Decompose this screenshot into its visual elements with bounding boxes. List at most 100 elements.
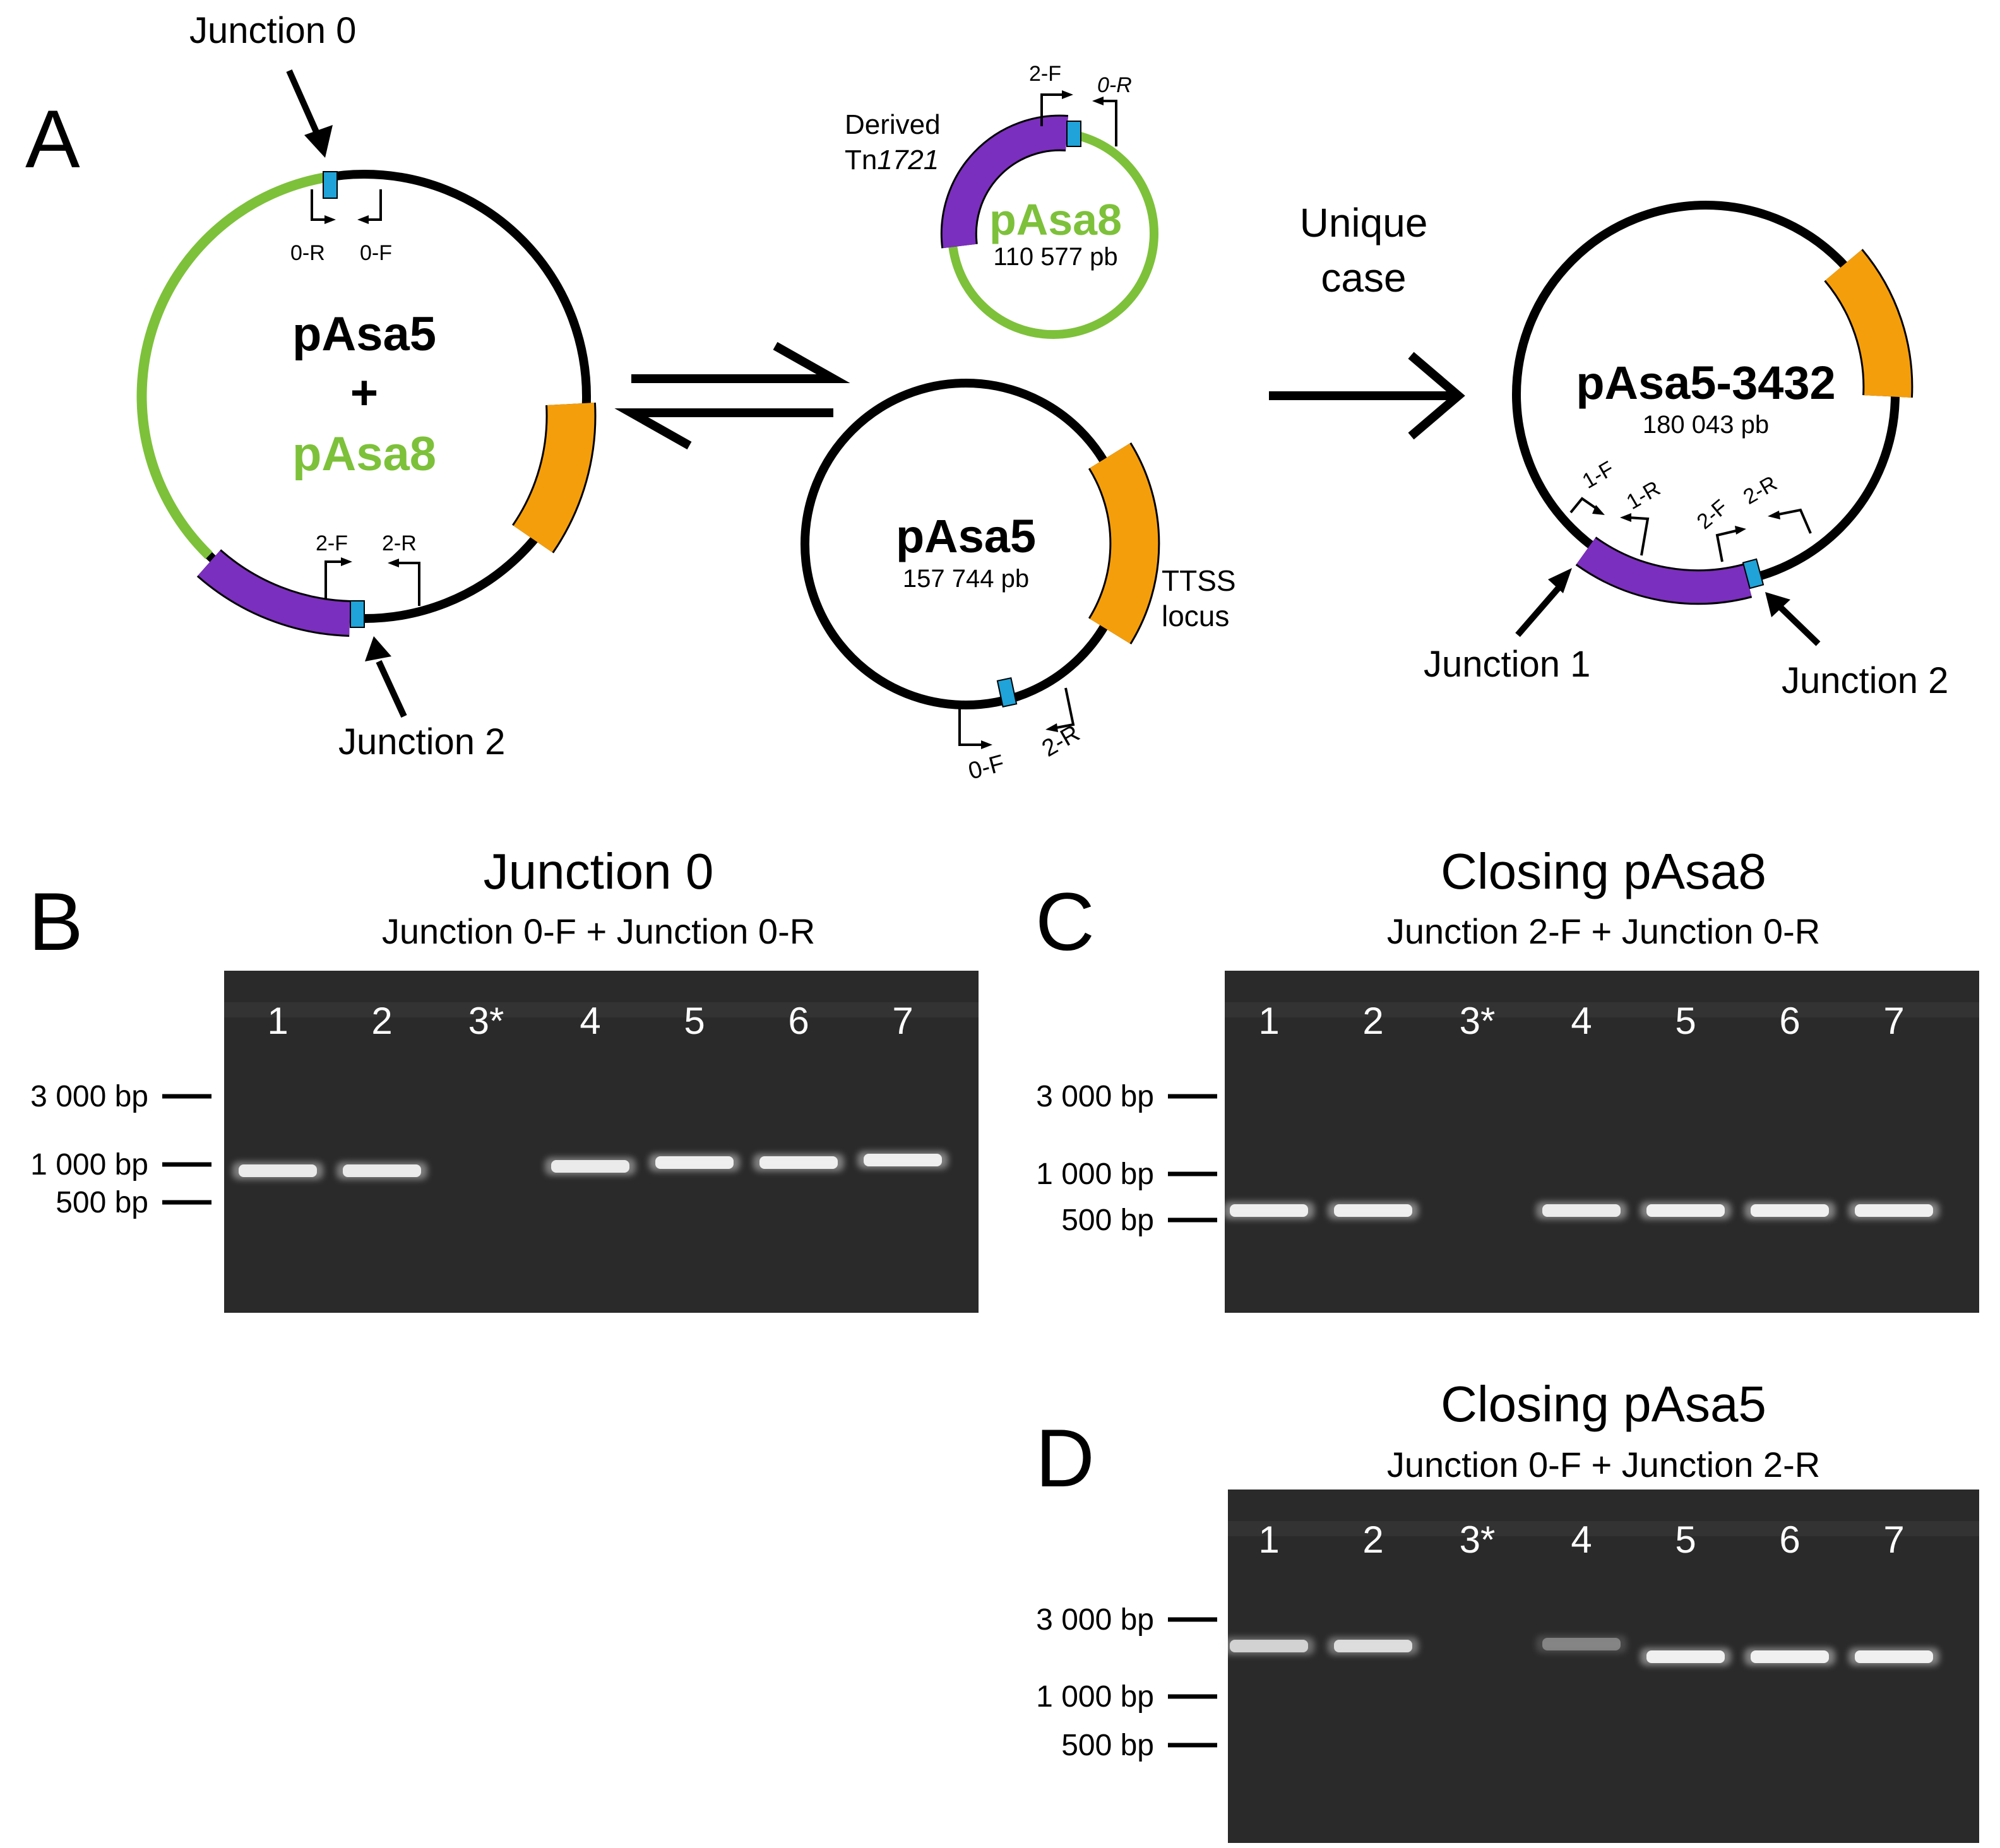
right-plasmid-junction-marker <box>1742 558 1765 589</box>
lane-label: 2 <box>1362 1519 1383 1561</box>
junction0-marker <box>323 171 338 199</box>
left-plasmid-green-arc <box>136 172 331 559</box>
primer-2R-label: 2-R <box>382 531 417 555</box>
band-glow <box>1536 1635 1627 1653</box>
derived-label-number: 1721 <box>877 145 939 175</box>
panel-letter: C <box>1035 875 1095 968</box>
gel-title: Closing pAsa8 <box>1441 843 1766 899</box>
gel-band <box>864 1154 942 1166</box>
pasa8-primer-0R-label: 0-R <box>1097 73 1132 97</box>
primer-0F-label: 0-F <box>360 241 392 265</box>
gel-band <box>759 1156 838 1169</box>
pasa8-junction-marker <box>1066 121 1081 147</box>
primer-0R-label: 0-R <box>290 241 325 265</box>
pasa8-primer-2F-line <box>1040 93 1066 126</box>
right-junction2-arrow-line <box>1778 605 1821 646</box>
marker-label: 1 000 bp <box>30 1148 148 1182</box>
lane-label: 5 <box>1675 1519 1696 1561</box>
pasa5-junction-marker <box>996 677 1018 708</box>
marker-label: 500 bp <box>1061 1204 1154 1237</box>
gel-band <box>1751 1650 1829 1663</box>
right-plasmid-tn-segment <box>1576 538 1752 603</box>
derived-label-line1: Derived <box>845 109 941 140</box>
equilibrium-arrows <box>614 341 850 450</box>
lane-label: 2 <box>371 1000 392 1042</box>
junction1-label: Junction 1 <box>1424 644 1590 685</box>
pasa8-tn-segment <box>942 116 1068 249</box>
derived-label-line2: Tn1721 <box>845 145 939 175</box>
junction1-arrow-line <box>1515 584 1562 637</box>
unique-case: Unique case <box>1269 200 1465 440</box>
equilibrium-reverse-arrow <box>614 408 833 450</box>
gel-band <box>1542 1638 1621 1650</box>
gel-band <box>1542 1204 1621 1217</box>
lane-label: 1 <box>1258 1000 1279 1042</box>
gel-band <box>1855 1204 1933 1217</box>
pasa8-name: pAsa8 <box>989 195 1122 244</box>
gel-wells <box>1225 1002 1979 1017</box>
lane-label: 6 <box>1779 1000 1800 1042</box>
lane-label: 3* <box>1460 1519 1496 1561</box>
right-primer-1R-label: 1-R <box>1622 477 1664 514</box>
lane-label: 3* <box>468 1000 504 1042</box>
small-pasa8-plasmid: 2-F 0-R Derived Tn1721 pAsa8 110 577 pb <box>845 62 1158 339</box>
gel-band <box>1751 1204 1829 1217</box>
gel-title: Closing pAsa5 <box>1441 1376 1766 1432</box>
junction0-label: Junction 0 <box>189 10 356 51</box>
primer-0F-line <box>365 189 382 221</box>
gel-band <box>1334 1640 1412 1652</box>
right-plasmid: 1-F 1-R 2-F 2-R Junction 1 Junction 2 pA… <box>1424 201 1948 701</box>
right-plasmid-size: 180 043 pb <box>1643 411 1769 439</box>
lane-label: 2 <box>1362 1000 1383 1042</box>
mid-pasa5-plasmid: 0-F 2-R TTSS locus pAsa5 157 744 pb <box>801 379 1236 785</box>
pasa8-primer-2F-label: 2-F <box>1029 62 1061 86</box>
unique-case-line1: Unique <box>1300 200 1428 246</box>
marker-label: 500 bp <box>56 1186 148 1219</box>
junction2-label: Junction 2 <box>338 721 505 762</box>
junction2-marker <box>350 600 365 628</box>
equilibrium-forward-arrow <box>631 341 850 383</box>
right-primer-1R-line <box>1628 516 1650 556</box>
pasa5-size: 157 744 pb <box>903 565 1029 593</box>
marker-label: 500 bp <box>1061 1729 1154 1762</box>
right-junction2-arrowhead <box>1765 592 1790 617</box>
right-plasmid-name: pAsa5-3432 <box>1576 357 1835 409</box>
junction1-arrowhead <box>1548 568 1572 593</box>
lane-label: 5 <box>1675 1000 1696 1042</box>
left-plasmid-title-line3: pAsa8 <box>292 427 436 481</box>
gel-title: Junction 0 <box>484 843 714 899</box>
gel-subtitle: Junction 0-F + Junction 0-R <box>382 911 815 951</box>
lane-label: 7 <box>892 1000 913 1042</box>
gel-band <box>1230 1204 1308 1217</box>
panel-letter: B <box>28 875 83 968</box>
pasa5-primer-0F-label: 0-F <box>965 750 1007 785</box>
pasa8-size: 110 577 pb <box>993 243 1117 271</box>
lane-label: 1 <box>1258 1519 1279 1561</box>
primer-2F-label: 2-F <box>316 531 348 555</box>
ttss-label-line1: TTSS <box>1162 564 1236 597</box>
left-plasmid-title-plus: + <box>350 366 378 420</box>
derived-label-tn: Tn <box>845 145 877 175</box>
gel-image <box>1228 1490 1979 1843</box>
primer-0R-line <box>311 189 328 221</box>
left-plasmid-tn-segment <box>198 550 351 635</box>
marker-label: 1 000 bp <box>1036 1158 1154 1191</box>
gel-band <box>343 1164 421 1177</box>
marker-label: 1 000 bp <box>1036 1680 1154 1714</box>
right-primer-2R-line <box>1775 508 1812 534</box>
gel-band <box>239 1164 317 1177</box>
gel-band <box>1855 1650 1933 1663</box>
left-plasmid-ttss-segment <box>513 402 595 552</box>
junction2-arrowhead <box>365 636 391 661</box>
pasa5-name: pAsa5 <box>896 510 1036 562</box>
marker-label: 3 000 bp <box>1036 1080 1154 1113</box>
gel-image <box>224 971 979 1313</box>
lane-label: 4 <box>1571 1000 1592 1042</box>
gel-band <box>551 1160 629 1173</box>
pasa8-primer-0R-line <box>1100 100 1117 146</box>
right-plasmid-ttss-segment <box>1825 250 1912 398</box>
